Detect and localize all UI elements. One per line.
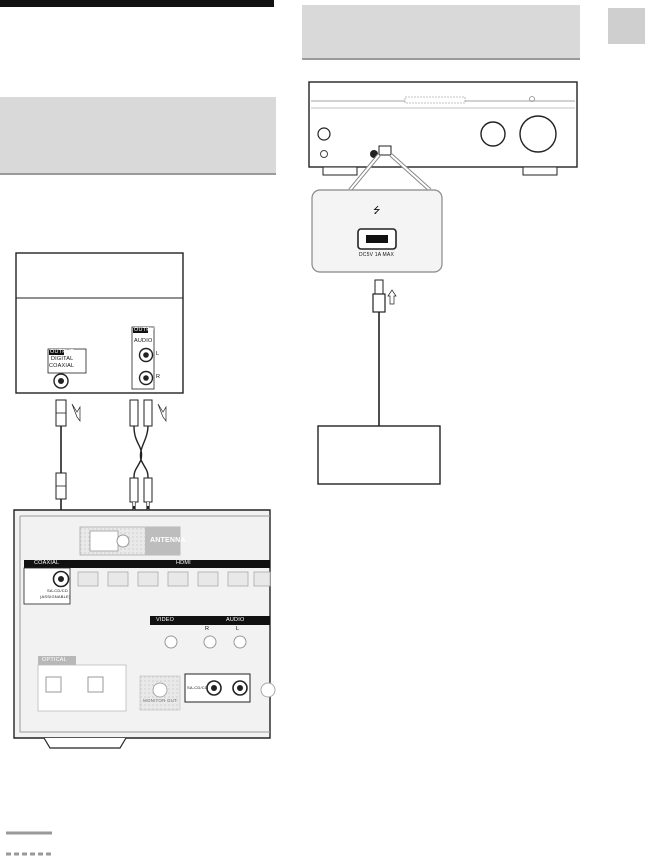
receiver-audio-label: AUDIO <box>226 617 245 623</box>
receiver-video-label: VIDEO <box>156 617 175 623</box>
player-output-label: OUTPUT <box>50 349 74 355</box>
player-r-label: R <box>156 374 161 380</box>
signal-flow-arrow-icon-2 <box>157 403 167 423</box>
front-usb-port <box>378 145 392 156</box>
receiver-antenna-label: ANTENNA <box>150 537 186 544</box>
receiver-coaxial-sub2-label: (ASSIGNABLE) <box>40 594 71 599</box>
player-digital-label: DIGITAL <box>51 356 74 362</box>
usb-callout <box>311 189 443 273</box>
receiver-sacd-label: SA-CD/CD <box>187 685 208 690</box>
signal-flow-arrow-icon-3 <box>387 289 397 305</box>
usb-device-box <box>317 425 441 485</box>
chapter-side-tab <box>608 8 645 44</box>
receiver-optical-label: OPTICAL <box>42 657 67 663</box>
player-l-label: L <box>156 351 160 357</box>
section-heading-band-left <box>0 97 276 175</box>
receiver-hdmi-label: HDMI <box>176 560 191 566</box>
receiver-front-panel <box>308 81 578 192</box>
receiver-audio-r-label: R <box>205 626 210 632</box>
receiver-monitor-out-label: MONITOR OUT <box>143 698 178 703</box>
usb-icon: ⭍ <box>373 205 381 215</box>
line-legend <box>6 831 52 856</box>
player-coaxial-label: COAXIAL <box>49 363 75 369</box>
section-heading-band-right <box>302 5 580 60</box>
receiver-coaxial-sub-label: SA-CD/CD <box>47 588 68 593</box>
signal-flow-arrow-icon <box>71 403 81 423</box>
player-device <box>15 252 184 394</box>
player-output-audio-label: OUTPUT <box>134 327 158 333</box>
top-rule <box>0 0 274 7</box>
usb-rating-label: DC5V 1A MAX <box>359 252 394 258</box>
usb-cable <box>372 279 397 426</box>
receiver-coaxial-label: COAXIAL <box>34 560 60 566</box>
receiver-audio-l-label: L <box>236 626 240 632</box>
receiver-rear-panel <box>13 509 276 749</box>
player-audio-label: AUDIO <box>134 338 153 344</box>
